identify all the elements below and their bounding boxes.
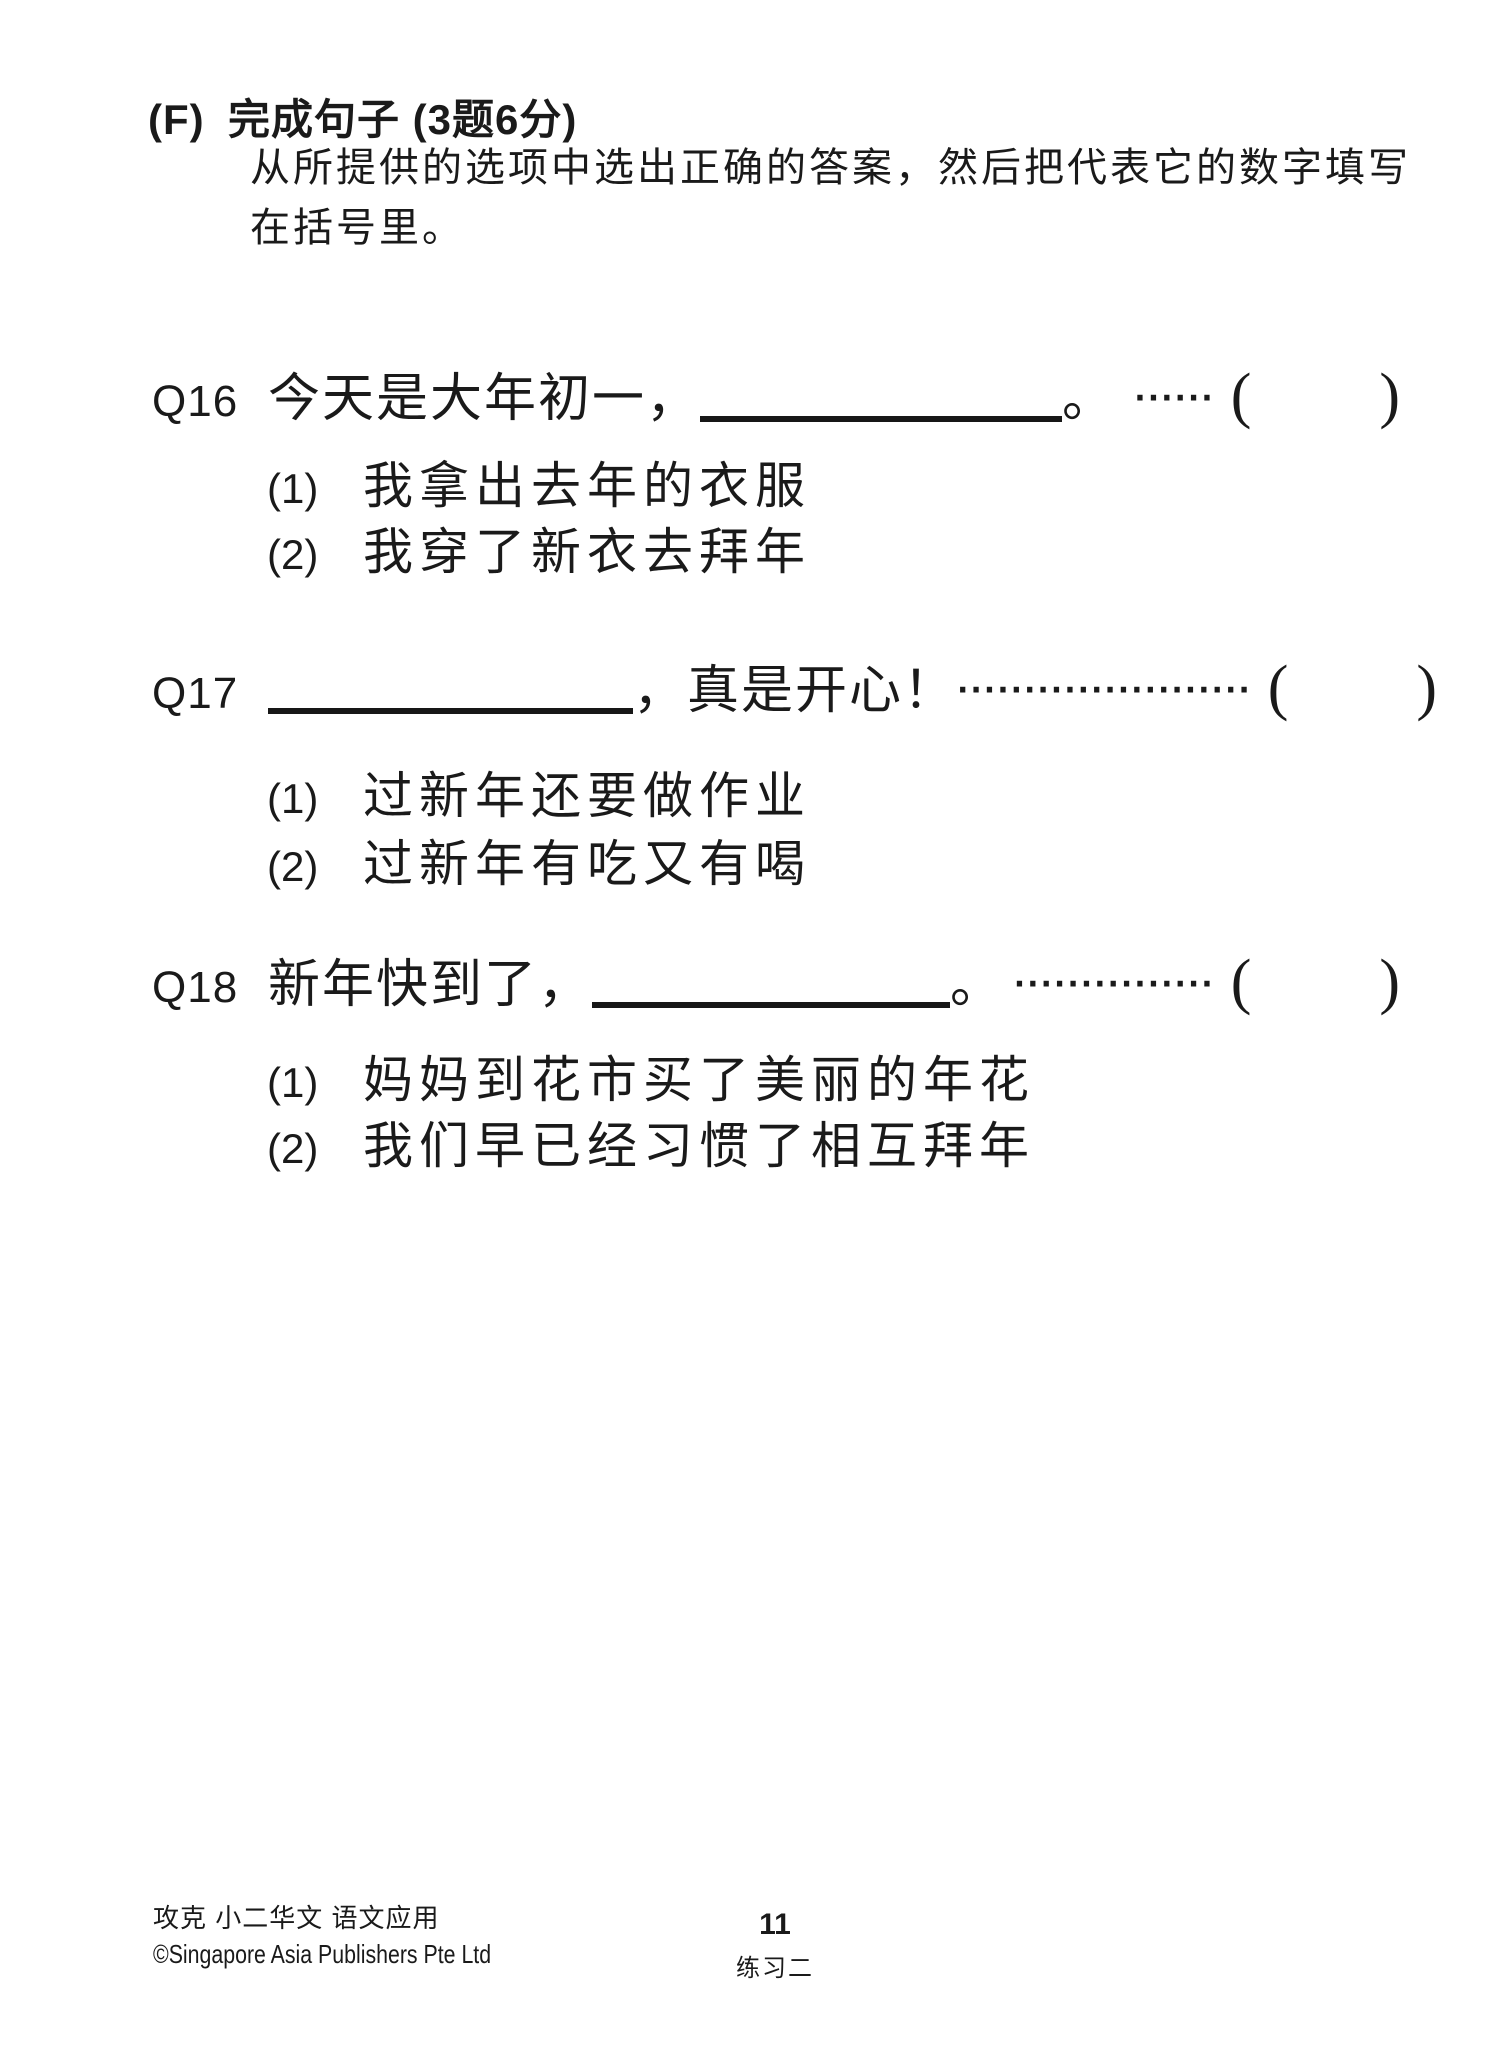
close-paren: )	[1379, 362, 1400, 430]
answer-blank	[700, 412, 1063, 422]
option-text: 我们早已经习惯了相互拜年	[363, 1118, 1035, 1174]
option-number: (2)	[267, 1125, 319, 1172]
option-text: 我拿出去年的衣服	[363, 458, 811, 514]
question-number: Q18	[152, 963, 239, 1012]
answer-blank	[592, 998, 951, 1008]
close-paren: )	[1379, 948, 1400, 1016]
question-text-before-blank: 新年快到了，	[268, 957, 593, 1014]
answer-blank	[268, 704, 633, 714]
answer-leader: ······ ( )	[1134, 361, 1400, 432]
section-label: (F)	[148, 96, 205, 143]
option-row: (1) 妈妈到花市买了美丽的年花	[267, 1040, 1035, 1112]
footer-copyright: ©Singapore Asia Publishers Pte Ltd	[153, 1939, 492, 1969]
option-row: (2) 过新年有吃又有喝	[267, 824, 811, 896]
question-q17: Q17 ，真是开心！ ······················ ( )	[152, 648, 1437, 724]
option-row: (2) 我穿了新衣去拜年	[267, 512, 811, 584]
exercise-label: 练习二	[736, 1956, 814, 1982]
option-text: 过新年有吃又有喝	[363, 836, 811, 892]
question-number: Q16	[152, 377, 239, 426]
instructions: 从所提供的选项中选出正确的答案，然后把代表它的数字填写 在括号里。	[250, 138, 1411, 258]
option-text: 我穿了新衣去拜年	[363, 524, 811, 580]
section-title: 完成句子 (3题6分)	[228, 96, 578, 143]
instruction-line-1: 从所提供的选项中选出正确的答案，然后把代表它的数字填写	[250, 146, 1411, 190]
question-text-after-blank: 。	[950, 957, 1005, 1014]
option-number: (1)	[267, 1059, 319, 1106]
open-paren: (	[1230, 948, 1252, 1016]
option-row: (1) 过新年还要做作业	[267, 756, 811, 828]
footer-page-block: 11 练习二	[700, 1908, 850, 1983]
option-row: (1) 我拿出去年的衣服	[267, 446, 811, 518]
dot-leader: ···············	[1013, 967, 1215, 1002]
question-q18: Q18 新年快到了， 。 ··············· ( )	[152, 942, 1400, 1018]
question-q16: Q16 今天是大年初一， 。 ······ ( )	[152, 356, 1400, 432]
open-paren: (	[1267, 654, 1289, 722]
page-number: 11	[759, 1908, 791, 1941]
option-number: (1)	[267, 465, 319, 512]
section-header: (F) 完成句子 (3题6分)	[148, 86, 577, 147]
option-number: (2)	[267, 843, 319, 890]
question-text-before-blank: 今天是大年初一，	[268, 371, 701, 428]
option-number: (2)	[267, 531, 319, 578]
option-row: (2) 我们早已经习惯了相互拜年	[267, 1106, 1035, 1178]
instruction-line-2: 在括号里。	[250, 206, 465, 250]
question-text-after-blank: ，真是开心！	[633, 663, 958, 720]
question-text-after-blank: 。	[1062, 371, 1117, 428]
footer: 攻克 小二华文 语文应用 ©Singapore Asia Publishers …	[153, 1898, 565, 1970]
answer-leader: ······················ ( )	[957, 653, 1437, 724]
open-paren: (	[1230, 362, 1252, 430]
option-text: 过新年还要做作业	[363, 768, 811, 824]
close-paren: )	[1416, 654, 1438, 722]
question-number: Q17	[152, 669, 239, 718]
footer-book-title: 攻克 小二华文 语文应用	[153, 1903, 440, 1933]
dot-leader: ······	[1134, 381, 1215, 416]
option-text: 妈妈到花市买了美丽的年花	[363, 1052, 1035, 1108]
answer-leader: ··············· ( )	[1014, 947, 1400, 1018]
option-number: (1)	[267, 775, 319, 822]
dot-leader: ······················	[957, 673, 1252, 708]
